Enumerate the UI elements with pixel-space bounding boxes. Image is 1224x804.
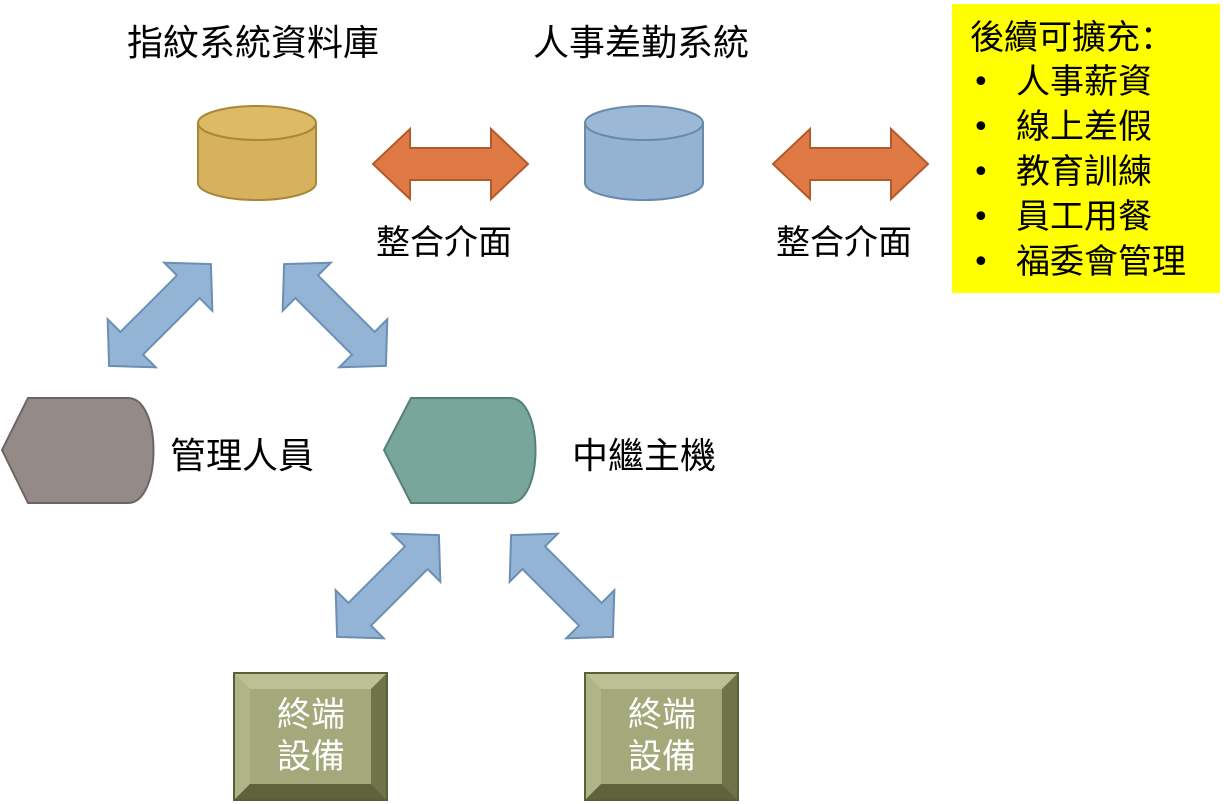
bullet-icon: • [972, 200, 990, 235]
interface-label-left: 整合介面 [376, 223, 512, 263]
fingerprint-database-label: 指紋系統資料庫 [127, 23, 380, 64]
bullet-icon: • [972, 110, 990, 145]
extension-list-item: • 人事薪資 [970, 60, 1220, 105]
extension-list: • 人事薪資 • 線上差假 • 教育訓練 • 員工用餐 • 福委會管理 [970, 60, 1220, 285]
extension-list-item: • 員工用餐 [970, 195, 1220, 240]
terminal-device-left-shape [233, 672, 388, 801]
admin-node-shape [0, 397, 155, 504]
blue-double-arrow-db-admin [106, 261, 214, 369]
extension-item-label: 人事薪資 [1016, 62, 1152, 102]
extension-list-item: • 線上差假 [970, 105, 1220, 150]
bullet-icon: • [972, 155, 990, 190]
extension-item-label: 福委會管理 [1016, 242, 1186, 282]
orange-double-arrow-left [371, 126, 530, 202]
hr-database-icon [584, 105, 704, 201]
bullet-icon: • [972, 65, 990, 100]
relay-host-label: 中繼主機 [572, 436, 717, 477]
extension-item-label: 員工用餐 [1016, 197, 1152, 237]
interface-label-right: 整合介面 [776, 223, 912, 263]
extension-list-item: • 教育訓練 [970, 150, 1220, 195]
terminal-label-line2: 設備 [628, 737, 696, 777]
fingerprint-database-icon [197, 105, 317, 201]
terminal-label-line1: 終端 [277, 695, 345, 735]
extension-item-label: 教育訓練 [1016, 152, 1152, 192]
hr-system-label: 人事差勤系統 [533, 23, 750, 64]
terminal-device-right-shape [584, 672, 739, 801]
blue-double-arrow-db-relay [281, 261, 389, 369]
bullet-icon: • [972, 245, 990, 280]
terminal-device-left: 終端 設備 [261, 694, 361, 778]
extension-list-item: • 福委會管理 [970, 240, 1220, 285]
extension-box: 後續可擴充： • 人事薪資 • 線上差假 • 教育訓練 • 員工用餐 • 福委會管理 [952, 4, 1220, 293]
extension-item-label: 線上差假 [1016, 107, 1152, 147]
extension-box-title: 後續可擴充： [970, 18, 1174, 58]
relay-host-node-shape [382, 397, 537, 504]
terminal-label-line1: 終端 [628, 695, 696, 735]
terminal-label-line2: 設備 [277, 737, 345, 777]
orange-double-arrow-right [771, 126, 930, 202]
blue-double-arrow-relay-terminal-left [334, 532, 442, 640]
blue-double-arrow-relay-terminal-right [508, 532, 616, 640]
terminal-device-right: 終端 設備 [612, 694, 712, 778]
admin-label: 管理人員 [170, 436, 315, 477]
